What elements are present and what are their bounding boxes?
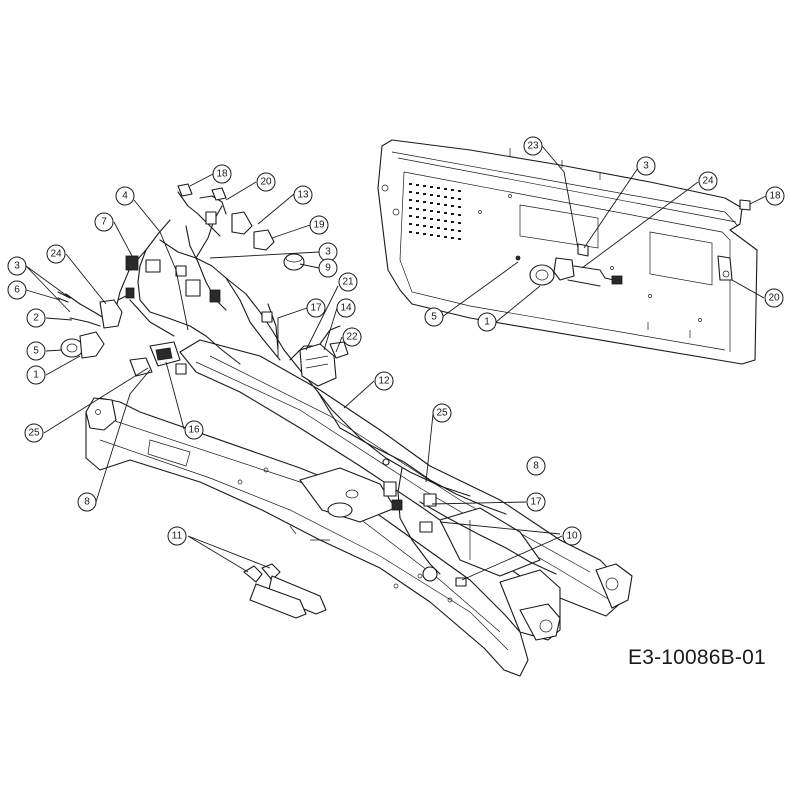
- callout-17: 17: [526, 492, 546, 512]
- wiring-harness: [109, 191, 557, 587]
- callout-3: 3: [318, 242, 338, 262]
- drawing-code-label: E3-10086B-01: [628, 646, 766, 669]
- svg-text:25: 25: [28, 428, 40, 439]
- svg-text:20: 20: [768, 293, 780, 304]
- callout-5: 5: [424, 307, 444, 327]
- relay-group: [177, 183, 305, 271]
- svg-text:21: 21: [342, 277, 354, 288]
- chassis-frame: [85, 339, 633, 677]
- callout-11: 11: [167, 526, 187, 546]
- callout-25: 25: [24, 423, 44, 443]
- svg-text:18: 18: [769, 191, 781, 202]
- svg-text:17: 17: [310, 303, 322, 314]
- svg-text:3: 3: [325, 247, 331, 258]
- callout-3: 3: [636, 156, 656, 176]
- svg-text:18: 18: [216, 169, 228, 180]
- callout-6: 6: [7, 280, 27, 300]
- svg-text:13: 13: [297, 190, 309, 201]
- callout-8: 8: [526, 456, 546, 476]
- svg-text:23: 23: [527, 141, 539, 152]
- callout-9: 9: [318, 258, 338, 278]
- callout-12: 12: [374, 371, 394, 391]
- callout-22: 22: [342, 327, 362, 347]
- callout-25: 25: [432, 403, 452, 423]
- svg-text:25: 25: [436, 408, 448, 419]
- callouts: 18 20 4 13 7 19 3 24 9 3 6 2 21 17 14 5 …: [7, 136, 785, 546]
- callout-21: 21: [338, 272, 358, 292]
- svg-text:12: 12: [378, 376, 390, 387]
- callout-19: 19: [309, 215, 329, 235]
- vent-holes: [409, 183, 461, 240]
- svg-text:3: 3: [14, 261, 20, 272]
- svg-text:16: 16: [188, 425, 200, 436]
- svg-text:24: 24: [702, 176, 714, 187]
- svg-text:8: 8: [533, 461, 539, 472]
- svg-text:5: 5: [33, 346, 39, 357]
- callout-5: 5: [26, 341, 46, 361]
- svg-text:10: 10: [566, 531, 578, 542]
- svg-text:2: 2: [33, 313, 39, 324]
- callout-13: 13: [293, 185, 313, 205]
- svg-text:7: 7: [101, 217, 107, 228]
- svg-text:1: 1: [484, 317, 490, 328]
- svg-text:6: 6: [14, 285, 20, 296]
- callout-18: 18: [765, 186, 785, 206]
- callout-14: 14: [336, 298, 356, 318]
- callout-16: 16: [184, 420, 204, 440]
- callout-10: 10: [562, 526, 582, 546]
- control-module: [129, 341, 181, 377]
- callout-20: 20: [256, 172, 276, 192]
- callout-1: 1: [26, 365, 46, 385]
- callout-24: 24: [46, 244, 66, 264]
- svg-text:4: 4: [122, 191, 128, 202]
- svg-text:1: 1: [33, 370, 39, 381]
- dash-panel: [377, 139, 758, 365]
- callout-17: 17: [306, 298, 326, 318]
- svg-text:9: 9: [325, 263, 331, 274]
- callout-24: 24: [698, 171, 718, 191]
- svg-text:20: 20: [260, 177, 272, 188]
- svg-text:17: 17: [530, 497, 542, 508]
- leader-lines: [25, 145, 767, 581]
- cable-tie-set: [243, 563, 327, 619]
- svg-text:8: 8: [84, 497, 90, 508]
- callout-7: 7: [94, 212, 114, 232]
- svg-text:11: 11: [172, 531, 183, 542]
- solenoid-assembly-left: [57, 287, 135, 359]
- callout-20: 20: [764, 288, 784, 308]
- callout-18: 18: [212, 164, 232, 184]
- svg-text:19: 19: [313, 220, 325, 231]
- callout-1: 1: [477, 312, 497, 332]
- svg-text:3: 3: [643, 161, 649, 172]
- callout-8: 8: [77, 492, 97, 512]
- callout-23: 23: [523, 136, 543, 156]
- svg-text:22: 22: [346, 332, 358, 343]
- callout-2: 2: [26, 308, 46, 328]
- callout-4: 4: [115, 186, 135, 206]
- svg-text:5: 5: [431, 312, 437, 323]
- switch-group: [299, 325, 349, 387]
- svg-text:24: 24: [50, 249, 62, 260]
- svg-text:14: 14: [340, 303, 352, 314]
- callout-3: 3: [7, 256, 27, 276]
